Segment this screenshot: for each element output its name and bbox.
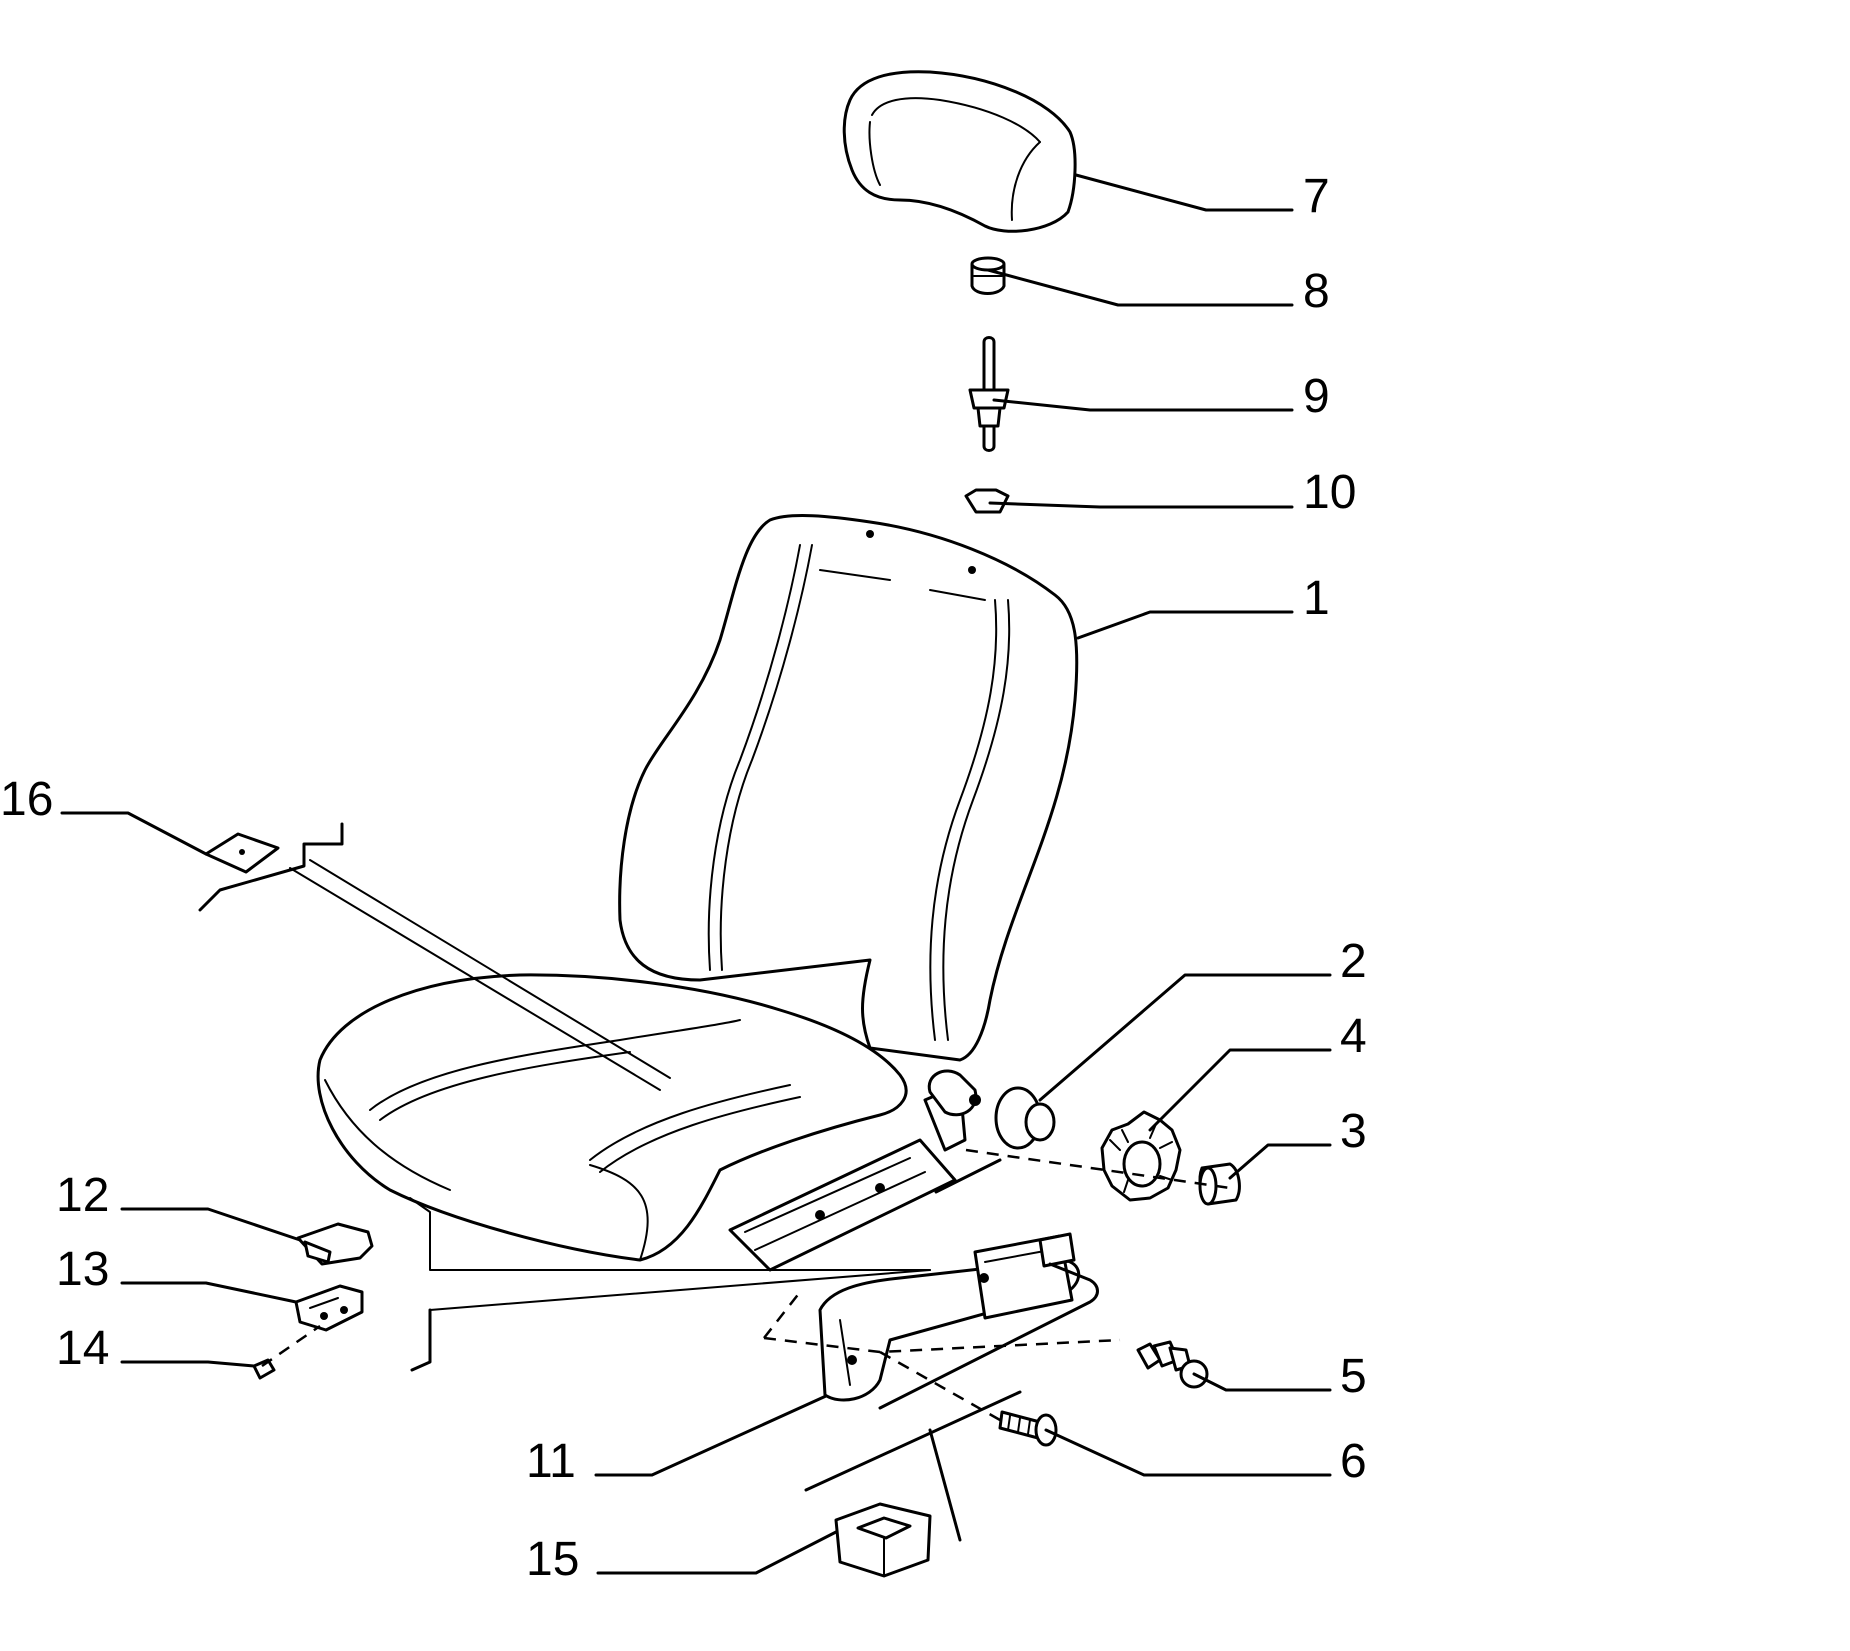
callout-5: 5 [1340, 1350, 1367, 1403]
callout-2: 2 [1340, 935, 1367, 988]
callout-8: 8 [1303, 265, 1330, 318]
callout-11: 11 [526, 1435, 576, 1488]
guide-bush-part-8 [970, 256, 1006, 295]
callout-15: 15 [526, 1533, 579, 1586]
leader-lines [60, 173, 1332, 1575]
callout-14: 14 [56, 1322, 109, 1375]
callout-labels: 7 8 9 10 1 2 4 3 5 6 11 12 13 14 15 16 [0, 170, 1367, 1586]
callout-12: 12 [56, 1169, 109, 1222]
callout-1: 1 [1303, 572, 1330, 625]
callout-4: 4 [1340, 1010, 1367, 1063]
headrest-part-7 [842, 70, 1077, 233]
callout-7: 7 [1303, 170, 1330, 223]
adjustment-knob-part-4 [1100, 1110, 1182, 1202]
lever-part-11 [818, 1232, 1099, 1410]
cap-part-3 [1198, 1162, 1241, 1206]
cover-part-15 [834, 1502, 932, 1578]
pin-part-14 [252, 1358, 276, 1380]
bracket-part-13 [294, 1284, 364, 1332]
backrest-part-1 [618, 514, 1079, 1062]
assembly-lines [198, 822, 1231, 1542]
pad-part-16 [204, 832, 280, 874]
callout-6: 6 [1340, 1435, 1367, 1488]
knob-base-part-2 [994, 1086, 1056, 1150]
seat-frame [728, 1069, 981, 1272]
callout-13: 13 [56, 1243, 109, 1296]
callout-9: 9 [1303, 370, 1330, 423]
bush-part-10 [964, 488, 1010, 514]
bolt-part-6 [998, 1410, 1058, 1447]
screw-part-5 [1136, 1340, 1209, 1389]
seat-cushion [316, 973, 908, 1262]
clip-part-12 [296, 1222, 374, 1266]
callout-16: 16 [0, 773, 53, 826]
callout-3: 3 [1340, 1105, 1367, 1158]
callout-10: 10 [1303, 466, 1356, 519]
stem-part-9 [968, 336, 1010, 452]
